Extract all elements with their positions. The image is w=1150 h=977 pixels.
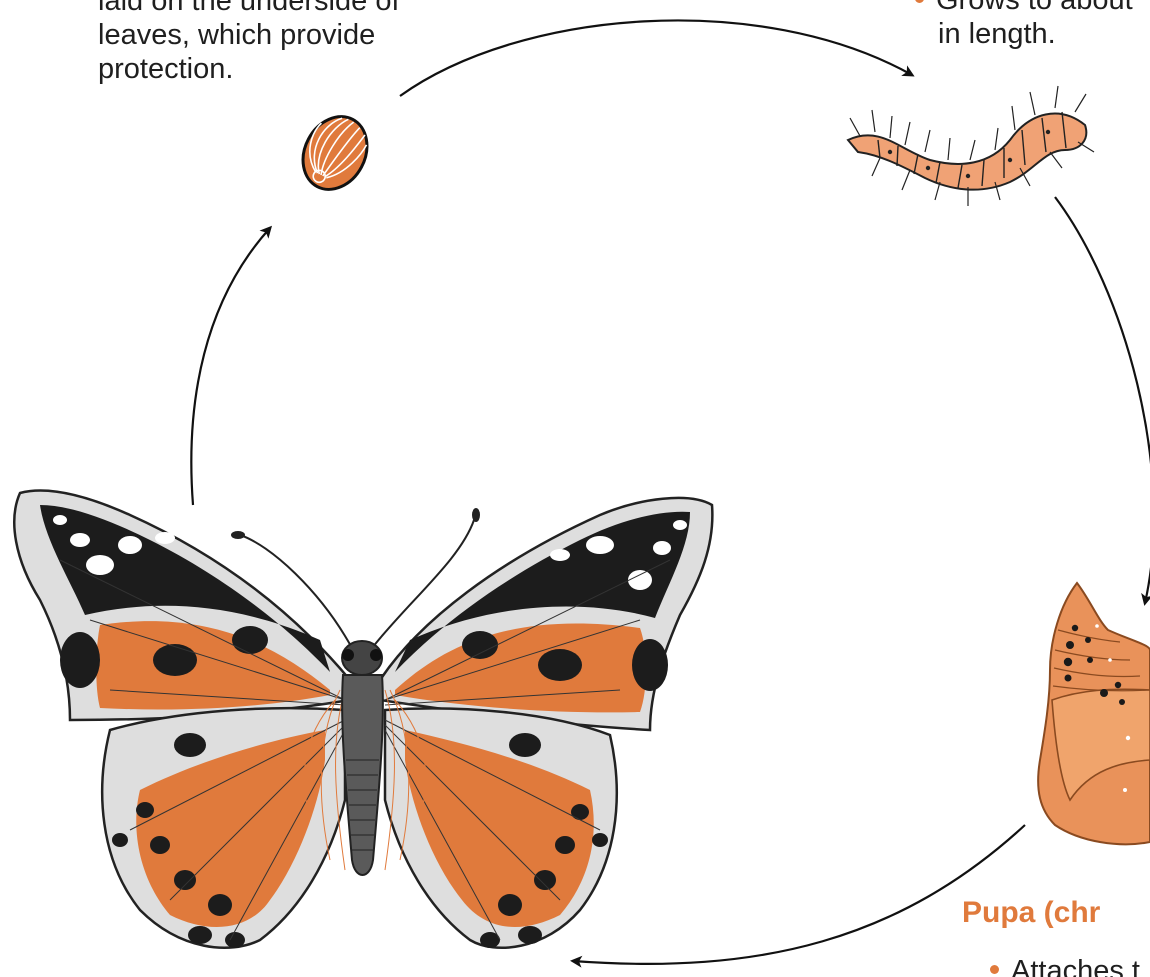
egg-description: laid on the underside of leaves, which p… [98, 0, 400, 86]
bullet-dot-icon [990, 965, 999, 974]
bullet-dot-icon [915, 0, 924, 3]
caterpillar-bullet-text: Grows to about [936, 0, 1133, 16]
caterpillar-bullet: Grows to about [915, 0, 1133, 17]
arrow-caterpillar-to-pupa [1055, 197, 1150, 603]
egg-description-line: laid on the underside of [98, 0, 400, 18]
caterpillar-bullet-continuation: in length. [915, 17, 1133, 51]
arrow-egg-to-caterpillar [400, 20, 912, 96]
egg-description-line: protection. [98, 52, 400, 86]
butterfly-icon [14, 490, 712, 948]
pupa-bullet-text: Attaches t [1011, 955, 1140, 977]
pupa-icon [1038, 583, 1150, 844]
caterpillar-icon [848, 86, 1094, 206]
pupa-heading: Pupa (chr [962, 896, 1100, 930]
caterpillar-description: Grows to about in length. [915, 0, 1133, 51]
arrow-butterfly-to-egg [191, 228, 270, 505]
arrow-pupa-to-butterfly [573, 825, 1025, 964]
pupa-bullet: Attaches t [990, 954, 1140, 977]
egg-icon [291, 105, 380, 200]
egg-description-line: leaves, which provide [98, 18, 400, 52]
